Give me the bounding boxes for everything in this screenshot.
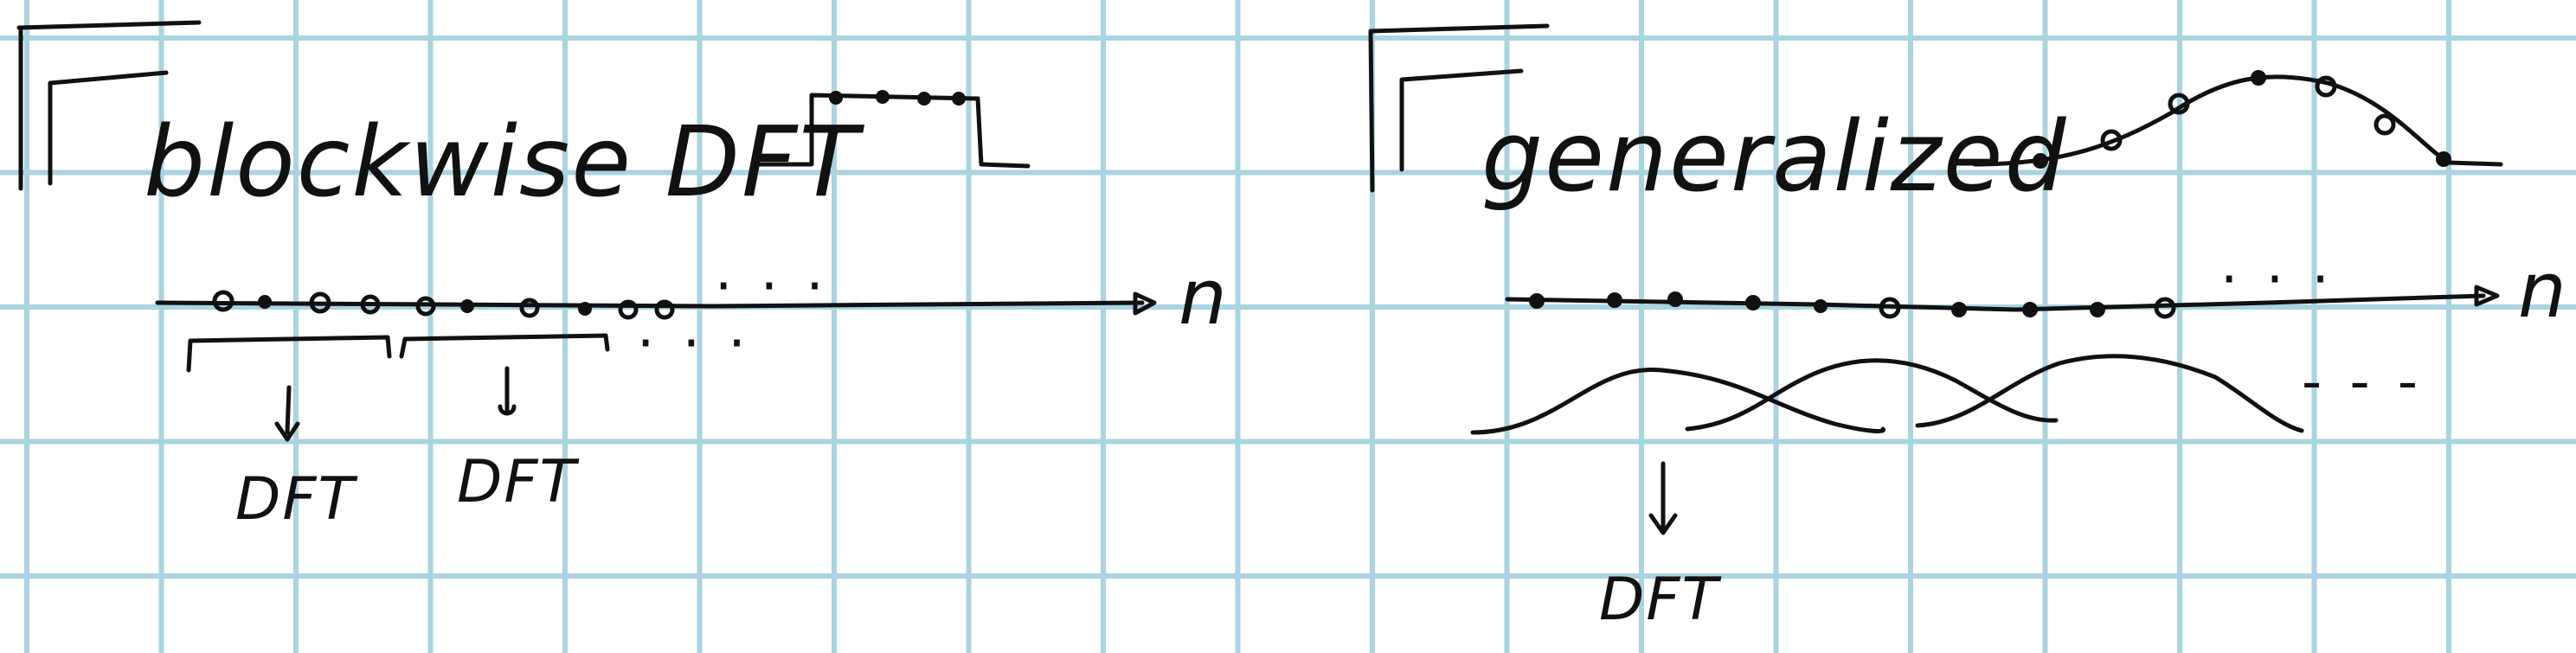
left-axis-arrowhead	[1133, 291, 1157, 316]
block-2-dft-label: DFT	[457, 448, 578, 516]
right-section-heading: generalized	[1481, 101, 2068, 214]
block-1-dft-label: DFT	[235, 465, 357, 534]
block-bracket-1	[186, 335, 392, 373]
left-section-bracket	[16, 20, 202, 191]
right-time-axis	[1505, 293, 2486, 312]
left-samples-ellipsis: · · ·	[715, 255, 829, 319]
right-samples-ellipsis: · · ·	[2220, 248, 2335, 312]
bell-window-curve	[1972, 74, 2503, 167]
left-axis-label: n	[1179, 253, 1227, 342]
left-section-heading: blockwise DFT	[144, 106, 860, 219]
left-samples	[212, 290, 675, 320]
left-time-axis	[155, 300, 1145, 309]
block-2-arrow	[498, 366, 517, 416]
block-1-arrow	[274, 385, 300, 442]
right-section-bracket	[1368, 23, 1550, 193]
rectangular-window-curve	[755, 93, 1031, 169]
right-samples	[1529, 291, 2176, 319]
window-output-arrow	[1648, 461, 1678, 535]
block-bracket-2	[399, 333, 610, 359]
right-windows-ellipsis: - - -	[2302, 350, 2423, 414]
windowed-dft-label: DFT	[1599, 566, 1720, 634]
bell-window-samples	[2033, 70, 2451, 169]
right-axis-label: n	[2518, 246, 2566, 335]
right-axis-arrowhead	[2474, 285, 2500, 307]
rectangular-window-samples	[829, 90, 966, 106]
overlapping-windows	[1470, 354, 2304, 435]
left-blocks-ellipsis: · · ·	[637, 312, 751, 376]
